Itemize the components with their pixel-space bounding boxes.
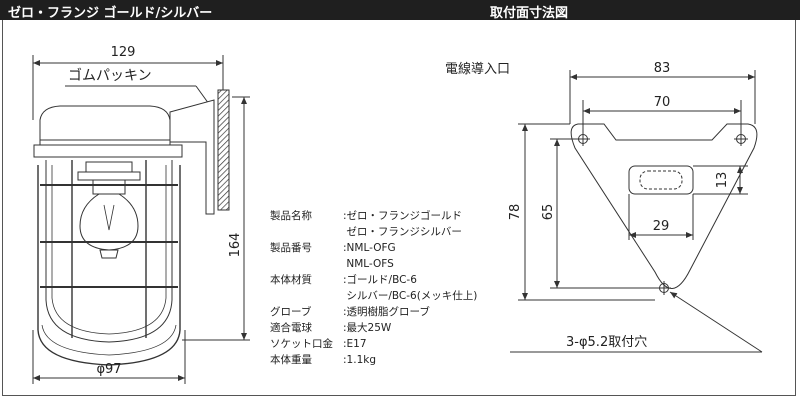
spec-row: 製品名称:ゼロ・フランジゴールド	[270, 208, 477, 224]
dim-78-label: 78	[508, 204, 523, 221]
spec-key: 本体重量	[270, 354, 312, 366]
spec-value: 最大25W	[346, 322, 392, 334]
spec-key: 製品名称	[270, 210, 312, 222]
spec-key: 製品番号	[270, 242, 312, 254]
spec-key: ソケット口金	[270, 338, 333, 350]
spec-table: 製品名称:ゼロ・フランジゴールド ゼロ・フランジシルバー 製品番号:NML-OF…	[270, 208, 477, 368]
spec-value: NML-OFS	[346, 258, 394, 270]
product-title: ゼロ・フランジ ゴールド/シルバー	[8, 6, 213, 21]
spec-row: 適合電球:最大25W	[270, 320, 477, 336]
spec-row: 製品番号:NML-OFG	[270, 240, 477, 256]
spec-row: 本体材質:ゴールド/BC-6	[270, 272, 477, 288]
spec-row: ソケット口金:E17	[270, 336, 477, 352]
cable-entry-label: 電線導入口	[445, 61, 510, 77]
mounting-plate-view	[510, 70, 763, 353]
drawing-frame	[2, 20, 796, 396]
spec-row: グローブ:透明樹脂グローブ	[270, 304, 477, 320]
mounting-hole-label: 3-φ5.2取付穴	[566, 335, 647, 350]
spec-value: E17	[346, 338, 367, 350]
lamp-side-view	[32, 55, 250, 384]
spec-value: NML-OFG	[346, 242, 396, 254]
spec-value: 透明樹脂グローブ	[346, 306, 430, 318]
spec-value: ゼロ・フランジシルバー	[346, 226, 462, 238]
diameter-dimension-label: φ97	[96, 362, 121, 377]
spec-key: 本体材質	[270, 274, 312, 286]
spec-value: ゼロ・フランジゴールド	[346, 210, 463, 222]
dim-29-label: 29	[653, 219, 670, 234]
spec-key: グローブ	[270, 306, 312, 318]
header-bar: ゼロ・フランジ ゴールド/シルバー 取付面寸法図	[0, 0, 800, 21]
spec-sep: :	[343, 354, 347, 366]
spec-key	[270, 256, 343, 272]
spec-row: シルバー/BC-6(メッキ仕上)	[270, 288, 477, 304]
spec-sep: :	[343, 306, 347, 318]
spec-value: 1.1kg	[346, 354, 376, 366]
height-dimension-label: 164	[228, 233, 243, 258]
spec-row: NML-OFS	[270, 256, 477, 272]
spec-row: ゼロ・フランジシルバー	[270, 224, 477, 240]
spec-key	[270, 224, 343, 240]
spec-key: 適合電球	[270, 322, 312, 334]
dim-70-label: 70	[654, 95, 671, 110]
dim-65-label: 65	[541, 204, 556, 221]
spec-sep: :	[343, 338, 347, 350]
spec-sep: :	[343, 210, 347, 222]
section-title: 取付面寸法図	[490, 6, 569, 21]
spec-key	[270, 288, 343, 304]
spec-sep: :	[343, 242, 347, 254]
spec-value: シルバー/BC-6(メッキ仕上)	[346, 290, 478, 302]
spec-sep: :	[343, 274, 347, 286]
dim-13-label: 13	[715, 172, 730, 189]
dim-83-label: 83	[654, 61, 671, 76]
width-dimension-label: 129	[111, 45, 136, 60]
spec-sep: :	[343, 322, 347, 334]
gasket-label: ゴムパッキン	[68, 67, 152, 84]
spec-row: 本体重量:1.1kg	[270, 352, 477, 368]
spec-value: ゴールド/BC-6	[346, 274, 417, 286]
